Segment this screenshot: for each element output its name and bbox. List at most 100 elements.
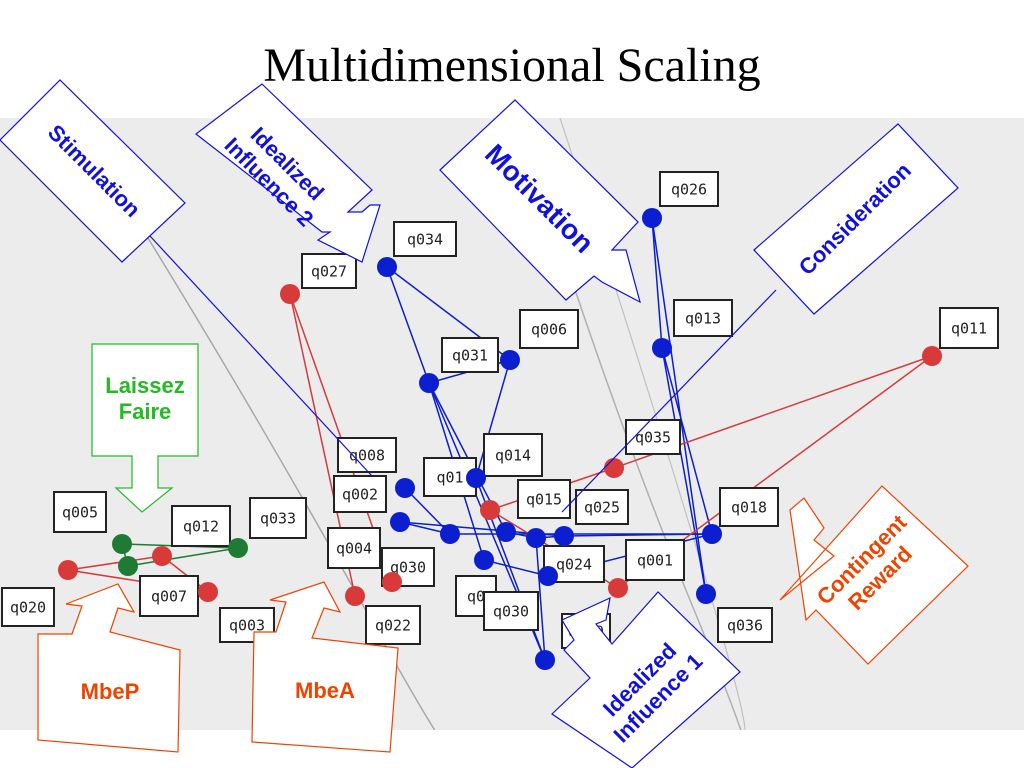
node-label-box: q036: [717, 607, 773, 643]
node-label-text: q015: [526, 491, 562, 509]
connection-line: [386, 266, 430, 384]
node-label-box: q013: [673, 299, 733, 337]
connection-line: [651, 217, 663, 349]
callout-mbep-box: [37, 583, 181, 753]
node-label-frame: [519, 309, 579, 349]
callout-consideration-box: [753, 123, 959, 315]
callout-stimulation-pointer: [149, 235, 373, 477]
callout-idealized-influence-2: IdealizedInfluence 2: [195, 83, 381, 263]
callout-idealized-influence-1-box: [551, 591, 741, 768]
node-label-text: q012: [183, 518, 219, 536]
callout-motivation: Motivation: [439, 99, 641, 304]
node-label-frame: [337, 437, 397, 473]
node-label-frame: [717, 607, 773, 643]
node-label-text: q011: [951, 320, 987, 338]
node-label-frame: [327, 527, 381, 569]
blue-node-dot: [440, 524, 460, 544]
node-label-frame: [483, 591, 539, 631]
node-label-frame: [393, 221, 457, 257]
node-label-frame: [939, 307, 999, 349]
node-label-frame: [381, 547, 435, 587]
node-label-text: q033: [260, 510, 296, 528]
blue-node-dot: [466, 468, 486, 488]
callout-mbea-text: MbeA: [295, 678, 355, 703]
red-node-dot: [58, 560, 78, 580]
node-label-text: q022: [375, 617, 411, 635]
callout-laissez-faire-box: [91, 343, 199, 513]
node-label-text: q014: [495, 447, 531, 465]
node-label-text: q003: [229, 617, 265, 635]
node-label-frame: [441, 337, 499, 373]
node-label-text: q020: [10, 599, 46, 617]
node-label-frame: [625, 539, 685, 581]
blue-node-dot: [554, 526, 574, 546]
node-label-frame: [249, 497, 307, 539]
connection-line: [661, 347, 707, 595]
blue-node-dot: [419, 373, 439, 393]
node-label-frame: [517, 479, 571, 519]
red-node-dot: [152, 546, 172, 566]
node-label-box: q033: [249, 497, 307, 539]
node-label-box: q014: [483, 433, 543, 477]
connection-line: [127, 547, 239, 567]
node-label-text: q018: [731, 499, 767, 517]
blue-node-dot: [500, 350, 520, 370]
callout-mbea-box: [251, 581, 399, 753]
node-label-text: q008: [349, 447, 385, 465]
green-node-dot: [112, 534, 132, 554]
node-label-box: q030: [483, 591, 539, 631]
blue-node-dot: [702, 524, 722, 544]
node-label-text: q027: [311, 263, 347, 281]
connection-line: [535, 537, 546, 661]
node-label-text: q001: [637, 552, 673, 570]
red-node-dot: [382, 572, 402, 592]
blue-node-dot: [395, 478, 415, 498]
node-label-text: q004: [336, 540, 372, 558]
blue-node-dot: [652, 338, 672, 358]
blue-node-dot: [535, 650, 555, 670]
node-label-box: q005: [53, 491, 107, 533]
node-label-text: q006: [531, 321, 567, 339]
node-label-box: q007: [139, 575, 199, 617]
connection-line: [651, 217, 707, 595]
red-node-dot: [198, 582, 218, 602]
node-label-box: q015: [517, 479, 571, 519]
node-label-box: q002: [333, 475, 387, 513]
callout-mbep-text: MbeP: [81, 679, 140, 704]
node-label-box: q011: [939, 307, 999, 349]
node-label-box: q020: [1, 587, 55, 627]
callouts: Stimulation IdealizedInfluence 2 Motivat…: [0, 79, 969, 768]
red-node-dot: [922, 346, 942, 366]
node-label-box: q018: [719, 487, 779, 527]
node-label-box: q026: [659, 171, 719, 207]
node-label-box: q025: [575, 489, 629, 525]
blue-node-dot: [526, 528, 546, 548]
connection-line: [483, 559, 549, 577]
node-label-box: q031: [441, 337, 499, 373]
node-label-text: q026: [671, 181, 707, 199]
node-label-box: q034: [393, 221, 457, 257]
node-label-frame: [575, 489, 629, 525]
node-label-box: q022: [365, 605, 421, 645]
node-label-frame: [333, 475, 387, 513]
node-label-box: q030: [381, 547, 435, 587]
node-label-frame: [171, 505, 231, 547]
node-label-text: q025: [584, 499, 620, 517]
slide-title: Multidimensional Scaling: [263, 39, 761, 92]
node-label-box: q012: [171, 505, 231, 547]
node-label-text: q013: [685, 310, 721, 328]
node-label-frame: [301, 253, 357, 289]
connection-lines: [67, 217, 933, 661]
node-label-frame: [673, 299, 733, 337]
red-node-dot: [280, 284, 300, 304]
blue-node-dot: [390, 512, 410, 532]
blue-node-dot: [377, 257, 397, 277]
blue-node-dot: [642, 208, 662, 228]
red-node-dot: [604, 458, 624, 478]
blue-node-dot: [474, 550, 494, 570]
node-label-text: q030: [493, 603, 529, 621]
node-label-frame: [53, 491, 107, 533]
